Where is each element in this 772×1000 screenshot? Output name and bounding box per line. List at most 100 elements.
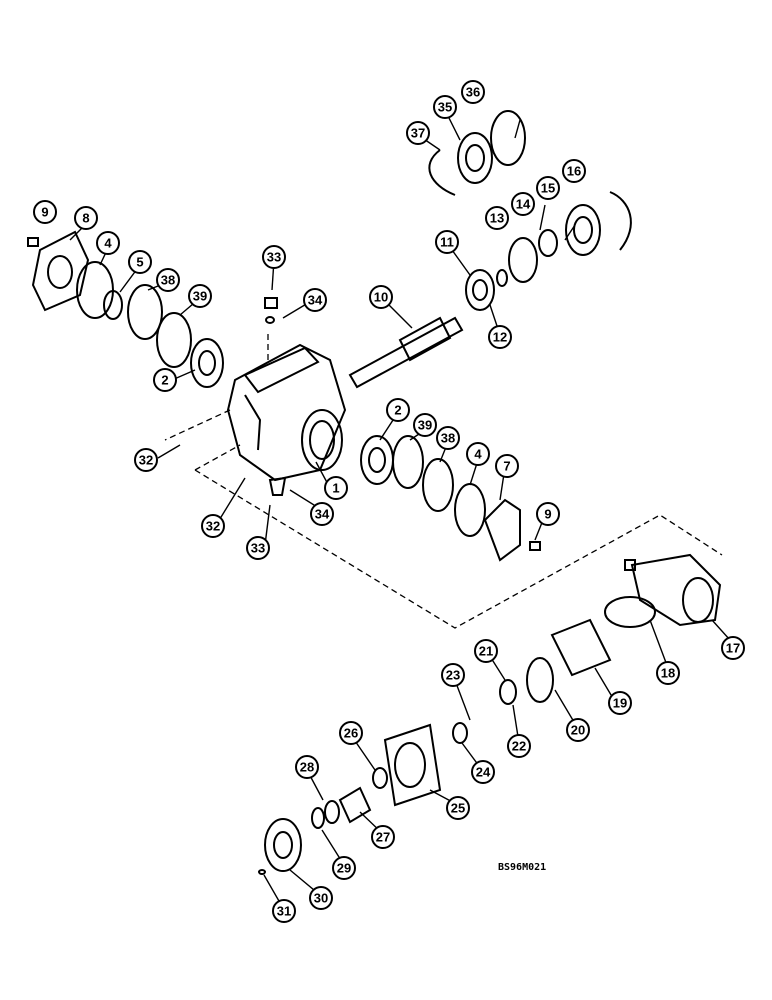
callout-38-right: 38 (436, 426, 460, 450)
svg-text:4: 4 (104, 236, 112, 251)
svg-text:18: 18 (661, 666, 675, 681)
callout-2-left: 2 (153, 368, 177, 392)
drawing-reference: BS96M021 (498, 862, 546, 873)
callout-10: 10 (369, 285, 393, 309)
svg-text:33: 33 (267, 250, 281, 265)
svg-text:30: 30 (314, 891, 328, 906)
svg-text:26: 26 (344, 726, 358, 741)
svg-text:15: 15 (541, 181, 555, 196)
svg-text:9: 9 (544, 507, 551, 522)
callout-37: 37 (406, 121, 430, 145)
svg-text:23: 23 (446, 668, 460, 683)
svg-text:36: 36 (466, 85, 480, 100)
callout-31: 31 (272, 899, 296, 923)
svg-text:16: 16 (567, 164, 581, 179)
callout-24: 24 (471, 760, 495, 784)
svg-text:39: 39 (193, 289, 207, 304)
callout-33-top: 33 (262, 245, 286, 269)
svg-text:38: 38 (161, 273, 175, 288)
callout-8: 8 (74, 206, 98, 230)
callout-13: 13 (485, 206, 509, 230)
callout-20: 20 (566, 718, 590, 742)
callout-30: 30 (309, 886, 333, 910)
svg-text:17: 17 (726, 641, 740, 656)
svg-text:32: 32 (139, 453, 153, 468)
callout-34-lower: 34 (310, 502, 334, 526)
svg-text:13: 13 (490, 211, 504, 226)
svg-text:31: 31 (277, 904, 291, 919)
svg-text:32: 32 (206, 519, 220, 534)
svg-text:34: 34 (315, 507, 330, 522)
callout-38-left: 38 (156, 268, 180, 292)
callout-23: 23 (441, 663, 465, 687)
callout-4-left: 4 (96, 231, 120, 255)
callout-17: 17 (721, 636, 745, 660)
svg-text:24: 24 (476, 765, 491, 780)
svg-text:38: 38 (441, 431, 455, 446)
svg-text:22: 22 (512, 739, 526, 754)
svg-text:25: 25 (451, 801, 465, 816)
svg-text:35: 35 (438, 100, 452, 115)
callout-39-right: 39 (413, 413, 437, 437)
leader-lines (69, 109, 731, 909)
svg-text:21: 21 (479, 644, 493, 659)
callout-26: 26 (339, 721, 363, 745)
svg-text:28: 28 (300, 760, 314, 775)
svg-text:27: 27 (376, 830, 390, 845)
svg-text:8: 8 (82, 211, 89, 226)
callout-27: 27 (371, 825, 395, 849)
end-cover-left (27, 230, 90, 312)
callout-9-right: 9 (536, 502, 560, 526)
callout-12: 12 (488, 325, 512, 349)
svg-text:2: 2 (161, 373, 168, 388)
callout-36: 36 (461, 80, 485, 104)
svg-text:33: 33 (251, 541, 265, 556)
callout-19: 19 (608, 691, 632, 715)
alignment-lines (164, 330, 723, 629)
callout-15: 15 (536, 176, 560, 200)
svg-text:5: 5 (136, 255, 143, 270)
svg-text:11: 11 (440, 235, 454, 250)
svg-text:2: 2 (394, 403, 401, 418)
swashplate-housing (604, 553, 722, 628)
svg-text:34: 34 (308, 293, 323, 308)
callout-1: 1 (324, 476, 348, 500)
svg-text:37: 37 (411, 126, 425, 141)
callout-33-lower: 33 (246, 536, 270, 560)
svg-text:1: 1 (332, 481, 339, 496)
callout-21: 21 (474, 639, 498, 663)
callout-7: 7 (495, 454, 519, 478)
svg-text:12: 12 (493, 330, 507, 345)
callout-18: 18 (656, 661, 680, 685)
svg-text:7: 7 (503, 459, 510, 474)
callout-25: 25 (446, 796, 470, 820)
callout-9-left: 9 (33, 200, 57, 224)
callout-2-right: 2 (386, 398, 410, 422)
shaft-bearing-stack (428, 110, 632, 283)
callout-32-left: 32 (134, 448, 158, 472)
svg-text:29: 29 (337, 861, 351, 876)
callout-5: 5 (128, 250, 152, 274)
callout-11: 11 (435, 230, 459, 254)
svg-text:10: 10 (374, 290, 388, 305)
seals-right (360, 435, 541, 562)
pump-housing (226, 297, 347, 496)
callout-39-left: 39 (188, 284, 212, 308)
callout-14: 14 (511, 192, 535, 216)
svg-text:4: 4 (474, 447, 482, 462)
svg-text:19: 19 (613, 696, 627, 711)
callout-4-right: 4 (466, 442, 490, 466)
seals-left (76, 261, 224, 388)
svg-text:14: 14 (516, 197, 531, 212)
callout-29: 29 (332, 856, 356, 880)
svg-text:9: 9 (41, 205, 48, 220)
svg-text:39: 39 (418, 418, 432, 433)
callout-35: 35 (433, 95, 457, 119)
callout-22: 22 (507, 734, 531, 758)
rotating-group (258, 618, 612, 875)
callout-16: 16 (562, 159, 586, 183)
drive-shaft (348, 269, 508, 389)
callout-32-lower: 32 (201, 514, 225, 538)
svg-text:20: 20 (571, 723, 585, 738)
